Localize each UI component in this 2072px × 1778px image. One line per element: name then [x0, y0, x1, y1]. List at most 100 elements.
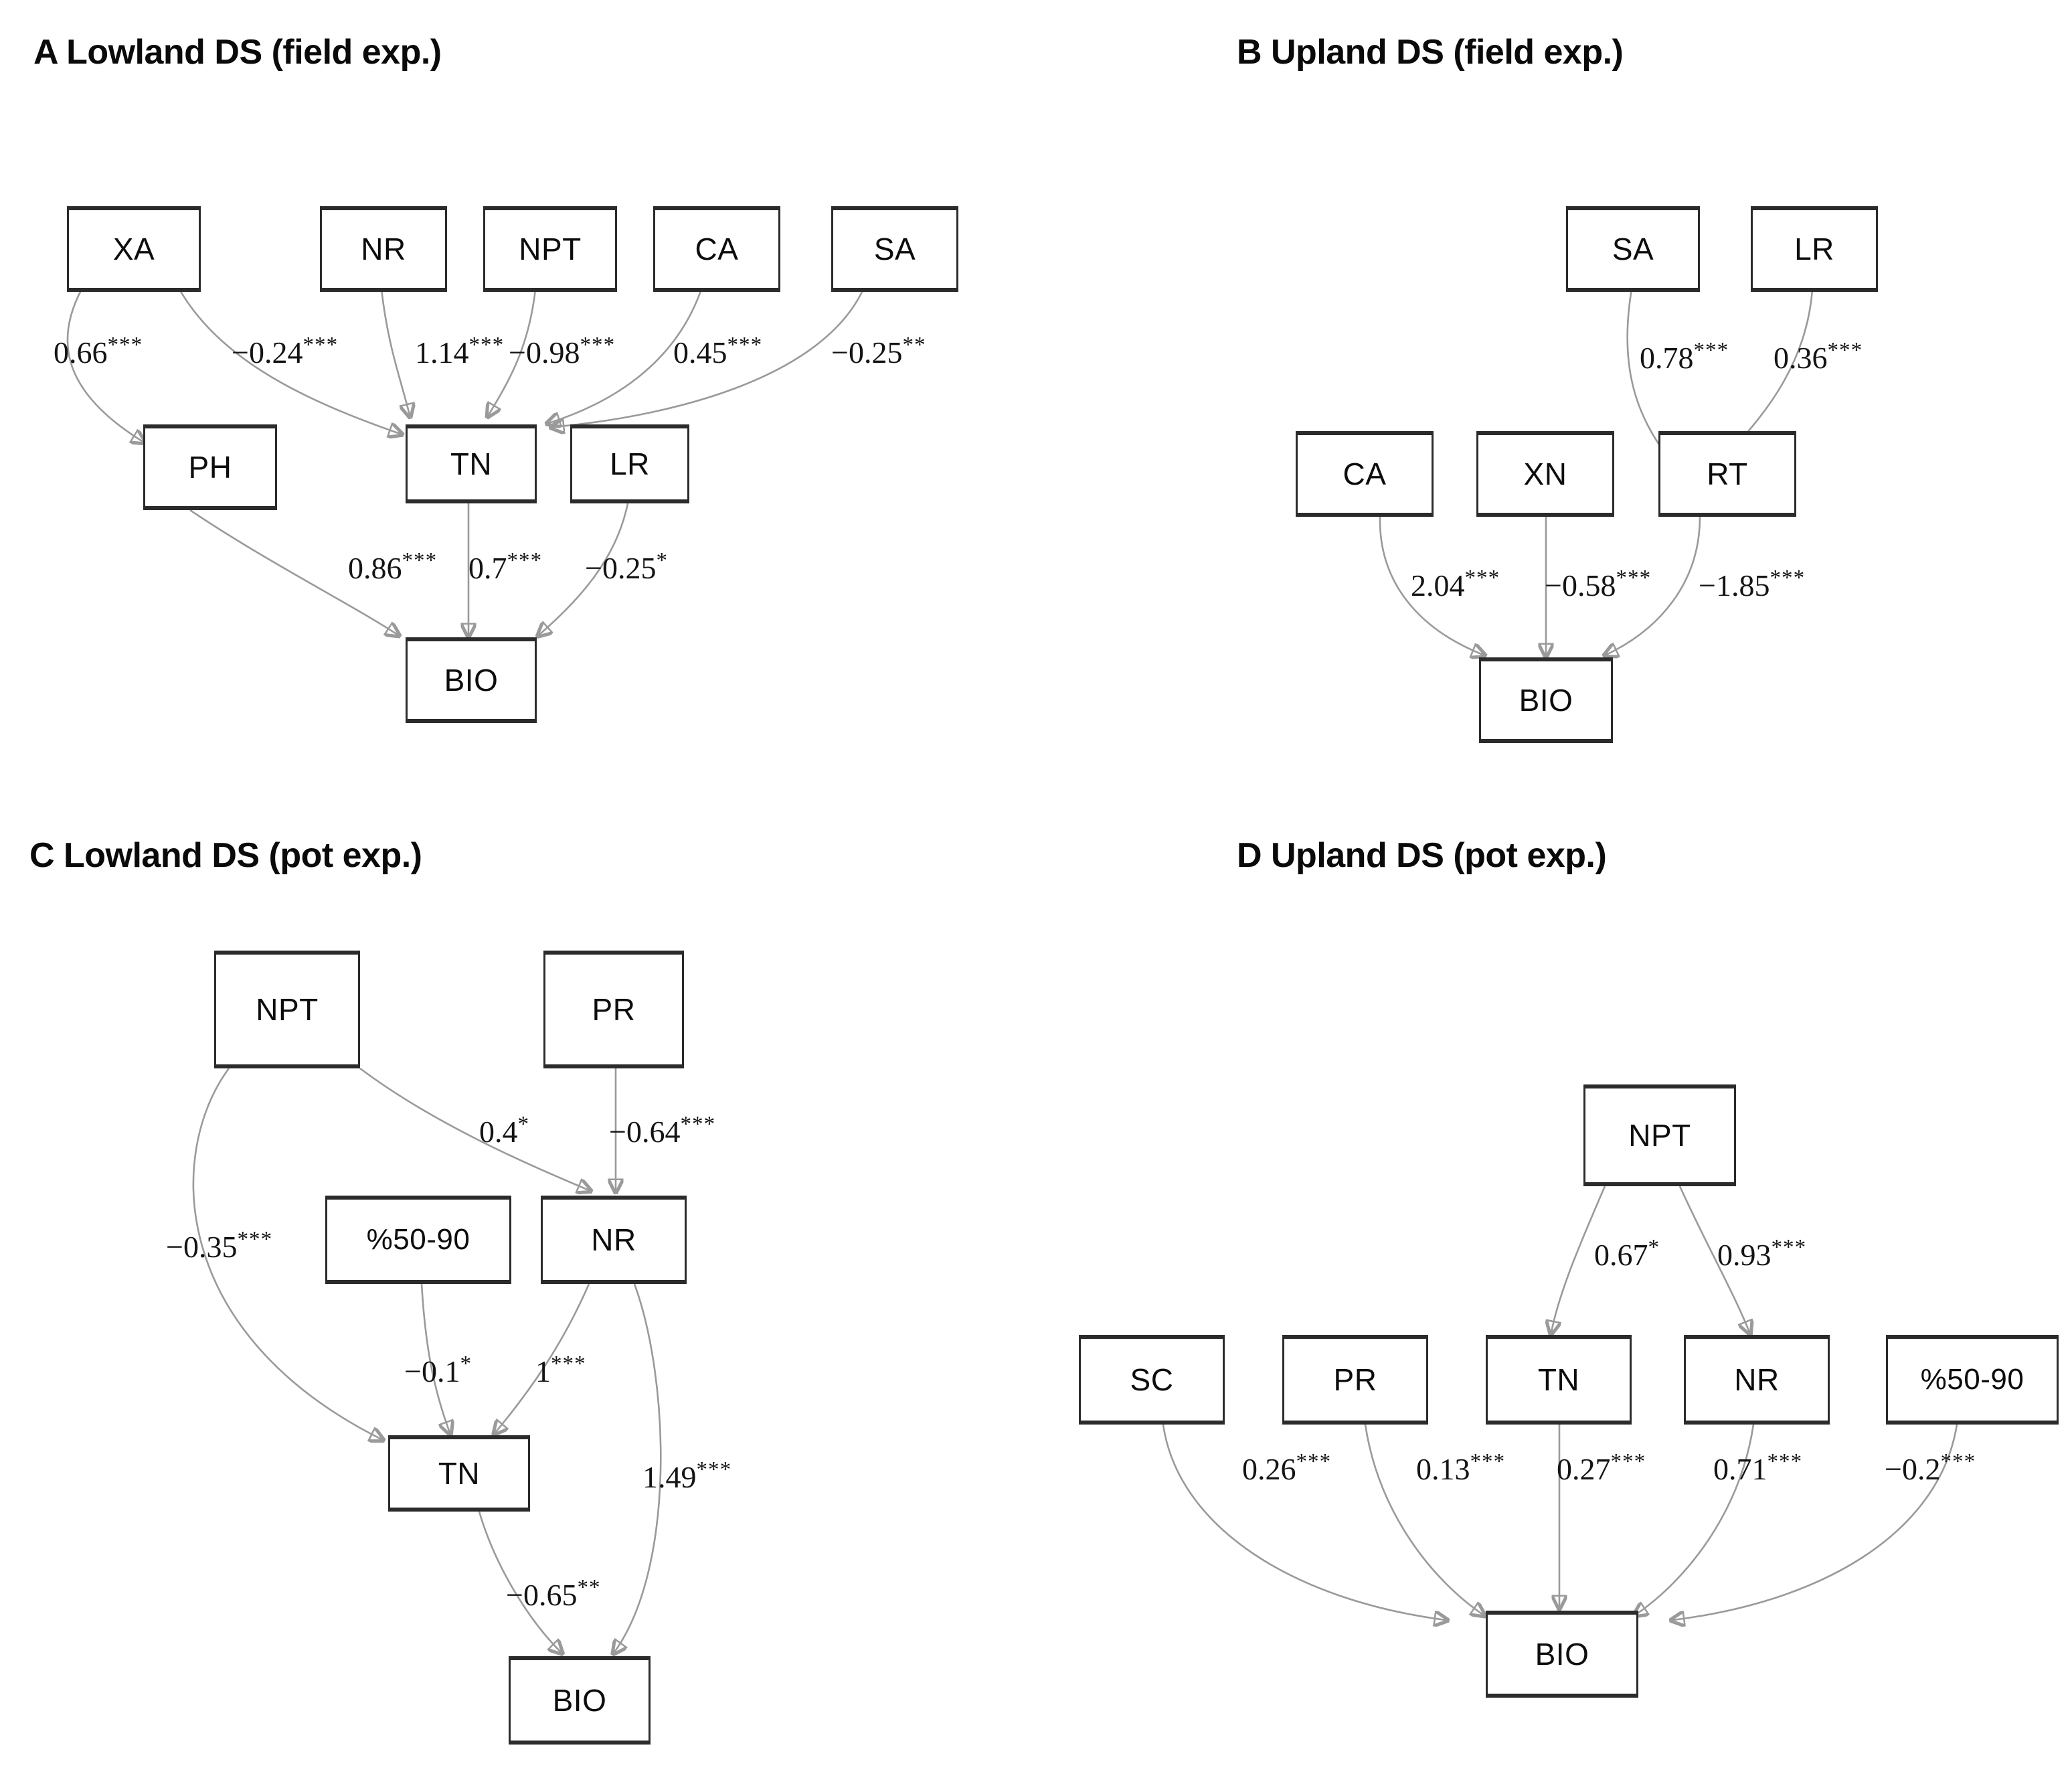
sig: * [460, 1351, 472, 1376]
node-label: BIO [552, 1683, 607, 1718]
coef: 1.14 [415, 335, 469, 370]
edge-label-C-NR-TN: 1*** [535, 1351, 586, 1389]
node-label: RT [1707, 457, 1748, 491]
sig: *** [1693, 337, 1729, 363]
edge-label-A-XA-PH: 0.66*** [54, 332, 143, 370]
coef: 0.67 [1594, 1238, 1648, 1272]
edge-label-A-SA-TN: −0.25** [831, 332, 926, 370]
node-A-PH[interactable]: PH [143, 424, 277, 510]
edge-label-D-NPT-NR: 0.93*** [1717, 1234, 1807, 1273]
node-label: NPT [256, 992, 319, 1027]
node-D-BIO[interactable]: BIO [1486, 1611, 1638, 1698]
edge-label-C-PR-NR: −0.64*** [609, 1111, 716, 1149]
node-B-BIO[interactable]: BIO [1479, 657, 1613, 743]
node-label: CA [695, 232, 739, 266]
panel-A-title: A Lowland DS (field exp.) [33, 33, 442, 72]
edge-label-B-LR-RT: 0.36*** [1774, 337, 1863, 376]
panel-D-title: D Upland DS (pot exp.) [1237, 836, 1607, 875]
node-D-NPT[interactable]: NPT [1583, 1084, 1736, 1186]
sig: *** [1296, 1449, 1332, 1474]
edge-label-A-NPT-TN: −0.98*** [509, 334, 615, 370]
coef: −0.64 [609, 1115, 681, 1149]
sig: *** [727, 332, 763, 357]
coef: 0.93 [1717, 1238, 1772, 1272]
sig: *** [107, 332, 143, 357]
node-C-TN[interactable]: TN [388, 1435, 530, 1512]
coef: −0.65 [506, 1578, 578, 1612]
node-A-SA[interactable]: SA [831, 206, 958, 292]
coef: 0.4 [479, 1115, 518, 1149]
sig: *** [303, 332, 339, 357]
node-A-CA[interactable]: CA [653, 206, 780, 292]
node-B-CA[interactable]: CA [1296, 431, 1434, 517]
node-A-NPT[interactable]: NPT [483, 206, 617, 292]
node-A-XA[interactable]: XA [67, 206, 201, 292]
node-C-NR[interactable]: NR [541, 1196, 687, 1284]
node-B-RT[interactable]: RT [1658, 431, 1796, 517]
node-label: SA [1612, 232, 1654, 266]
sig: *** [237, 1226, 273, 1252]
sig: *** [1470, 1449, 1506, 1474]
node-C-NPT[interactable]: NPT [214, 951, 360, 1068]
node-A-LR[interactable]: LR [570, 424, 689, 503]
node-A-TN[interactable]: TN [406, 424, 537, 503]
coef: −1.85 [1699, 568, 1770, 602]
node-label: XA [112, 232, 155, 266]
node-label: SC [1130, 1362, 1174, 1397]
sig: *** [1610, 1449, 1646, 1474]
edge-label-D-SC-BIO: 0.26*** [1242, 1451, 1331, 1487]
coef: 0.86 [348, 551, 402, 585]
sig: *** [680, 1111, 716, 1137]
sig: *** [468, 332, 505, 357]
node-label: XN [1523, 457, 1567, 491]
coef: 0.71 [1713, 1452, 1767, 1486]
node-B-LR[interactable]: LR [1751, 206, 1878, 292]
sig: *** [1767, 1449, 1803, 1474]
coef: −0.2 [1885, 1452, 1941, 1486]
sig: *** [1771, 1234, 1807, 1260]
sig: ** [902, 332, 926, 357]
node-label: NR [1734, 1362, 1780, 1397]
node-label: PR [592, 992, 636, 1027]
node-C-PCT50-90[interactable]: %50-90 [325, 1196, 511, 1284]
node-D-TN[interactable]: TN [1486, 1335, 1632, 1425]
sig: * [1648, 1234, 1660, 1260]
node-label: NR [591, 1222, 636, 1257]
coef: 0.78 [1640, 341, 1694, 375]
panel-B-title: B Upland DS (field exp.) [1237, 33, 1624, 72]
node-D-NR[interactable]: NR [1684, 1335, 1830, 1425]
coef: −0.35 [166, 1230, 238, 1264]
node-label: TN [1537, 1362, 1580, 1397]
node-label: LR [610, 447, 650, 481]
node-D-PCT50-90[interactable]: %50-90 [1886, 1335, 2059, 1425]
node-label: NR [361, 232, 406, 266]
node-label: TN [438, 1456, 481, 1491]
node-B-XN[interactable]: XN [1476, 431, 1614, 517]
node-C-PR[interactable]: PR [543, 951, 684, 1068]
node-C-BIO[interactable]: BIO [509, 1656, 651, 1745]
coef: 0.45 [673, 335, 727, 370]
node-A-NR[interactable]: NR [320, 206, 447, 292]
sig: *** [551, 1351, 586, 1376]
node-label: BIO [1519, 683, 1573, 718]
edge-label-A-CA-TN: 0.45*** [673, 332, 763, 370]
node-label: %50-90 [366, 1223, 470, 1256]
edge-label-D-PCT-BIO: −0.2*** [1885, 1451, 1976, 1487]
node-label: %50-90 [1920, 1363, 2024, 1396]
node-D-SC[interactable]: SC [1079, 1335, 1225, 1425]
node-label: TN [450, 447, 493, 481]
edge-label-A-XA-TN: −0.24*** [232, 332, 339, 370]
node-D-PR[interactable]: PR [1282, 1335, 1428, 1425]
edge-label-D-NR-BIO: 0.71*** [1713, 1451, 1802, 1487]
sig: *** [696, 1457, 732, 1482]
coef: −0.58 [1545, 568, 1616, 602]
edge-label-D-TN-BIO: 0.27*** [1557, 1451, 1646, 1487]
node-label: BIO [444, 663, 499, 698]
node-B-SA[interactable]: SA [1566, 206, 1700, 292]
sig: *** [1827, 337, 1863, 363]
edge-label-B-SA-RT: 0.78*** [1640, 337, 1729, 376]
edge-label-D-PR-BIO: 0.13*** [1416, 1451, 1505, 1487]
node-A-BIO[interactable]: BIO [406, 637, 537, 723]
edge-label-A-PH-BIO: 0.86*** [348, 550, 437, 586]
